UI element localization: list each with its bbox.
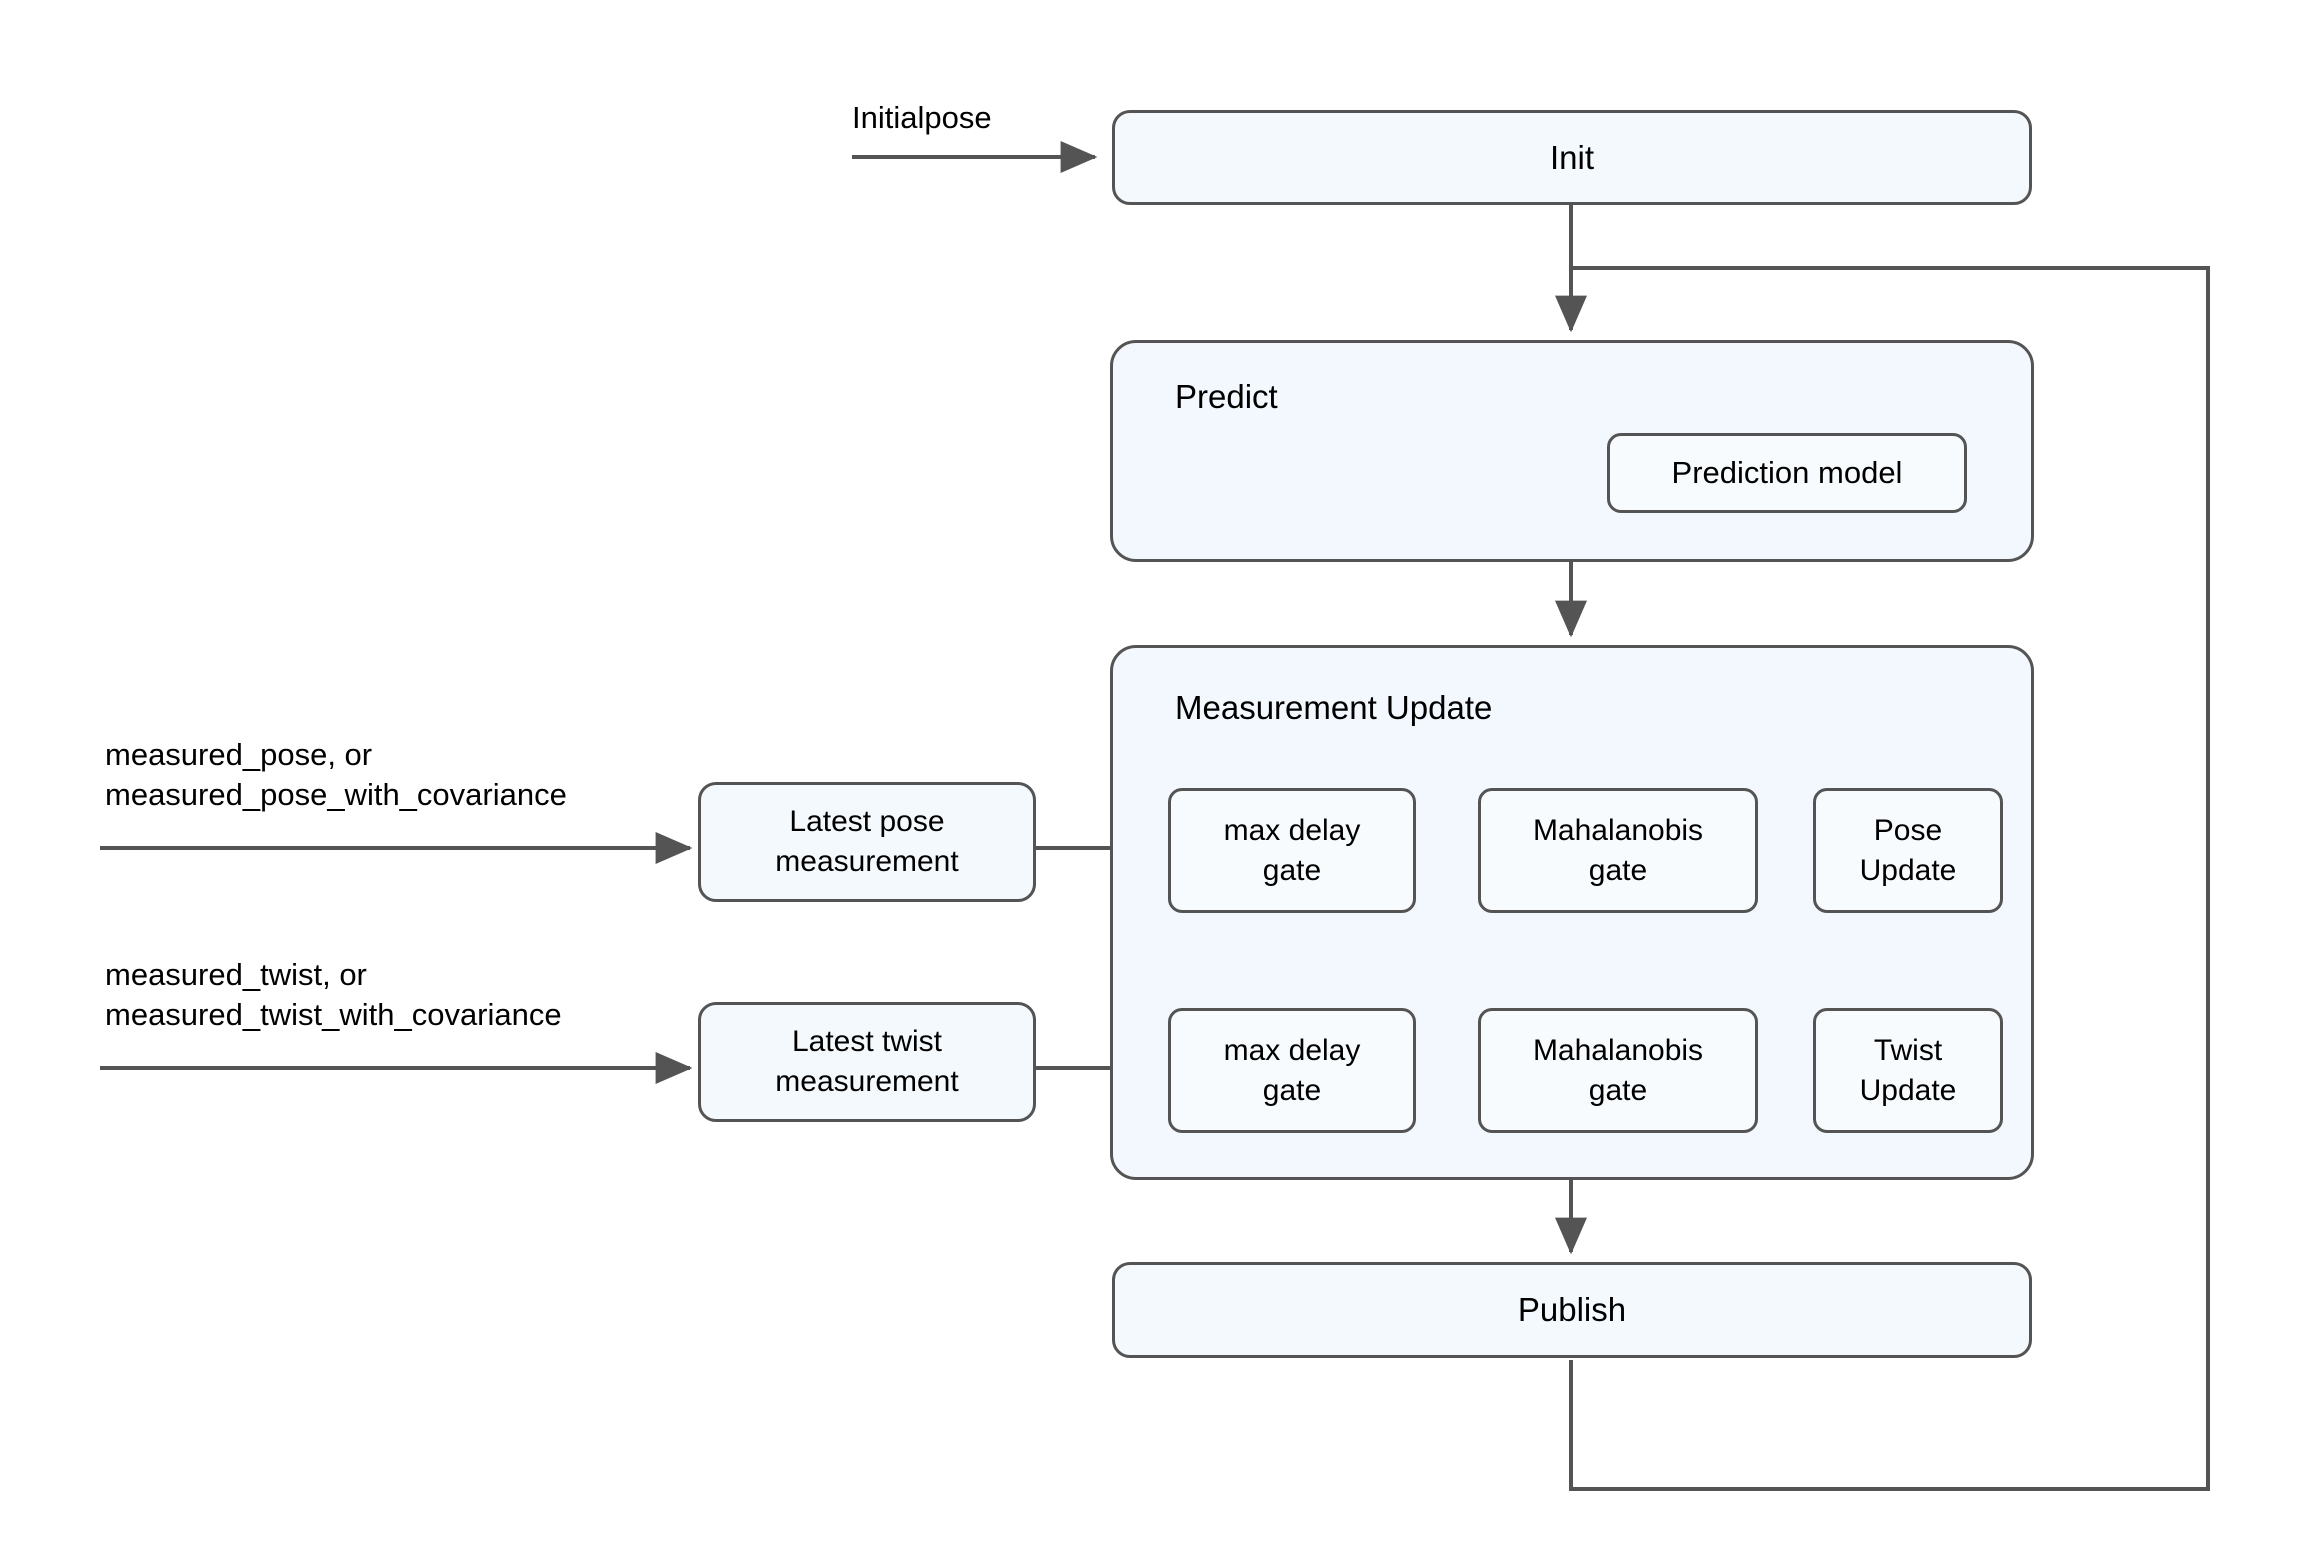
node-pose-mahalanobis-gate-label: Mahalanobis gate [1532,813,1704,887]
node-pose-update-label: Pose Update [1859,813,1957,887]
node-latest-pose-measurement-label: Latest pose measurement [775,805,959,878]
node-twist-max-delay-gate[interactable]: max delay gate [1168,1008,1416,1133]
edge-label-initialpose: Initialpose [852,100,992,135]
node-latest-twist-measurement[interactable]: Latest twist measurement [698,1002,1036,1122]
node-init-label: Init [1549,138,1595,176]
node-measurement-update-container[interactable]: Measurement Update max delay gate Mahala… [1110,645,2034,1180]
node-publish-label: Publish [1517,1291,1627,1329]
node-twist-mahalanobis-gate-label: Mahalanobis gate [1532,1033,1704,1107]
node-pose-max-delay-gate-label: max delay gate [1223,813,1361,887]
node-latest-twist-measurement-label: Latest twist measurement [775,1025,959,1098]
node-twist-max-delay-gate-label: max delay gate [1223,1033,1361,1107]
node-measurement-update-title: Measurement Update [1175,689,1493,726]
node-prediction-model[interactable]: Prediction model [1607,433,1967,513]
edge-label-measured-twist: measured_twist, or measured_twist_with_c… [105,957,562,1033]
node-pose-max-delay-gate[interactable]: max delay gate [1168,788,1416,913]
node-pose-update[interactable]: Pose Update [1813,788,2003,913]
node-pose-mahalanobis-gate[interactable]: Mahalanobis gate [1478,788,1758,913]
node-twist-mahalanobis-gate[interactable]: Mahalanobis gate [1478,1008,1758,1133]
node-predict-title: Predict [1175,378,1278,415]
node-prediction-model-label: Prediction model [1671,454,1903,490]
node-twist-update[interactable]: Twist Update [1813,1008,2003,1133]
node-predict-container[interactable]: Predict Prediction model [1110,340,2034,562]
edge-label-measured-pose: measured_pose, or measured_pose_with_cov… [105,737,567,813]
node-twist-update-label: Twist Update [1859,1033,1957,1107]
node-latest-pose-measurement[interactable]: Latest pose measurement [698,782,1036,902]
node-publish[interactable]: Publish [1112,1262,2032,1358]
node-init[interactable]: Init [1112,110,2032,205]
